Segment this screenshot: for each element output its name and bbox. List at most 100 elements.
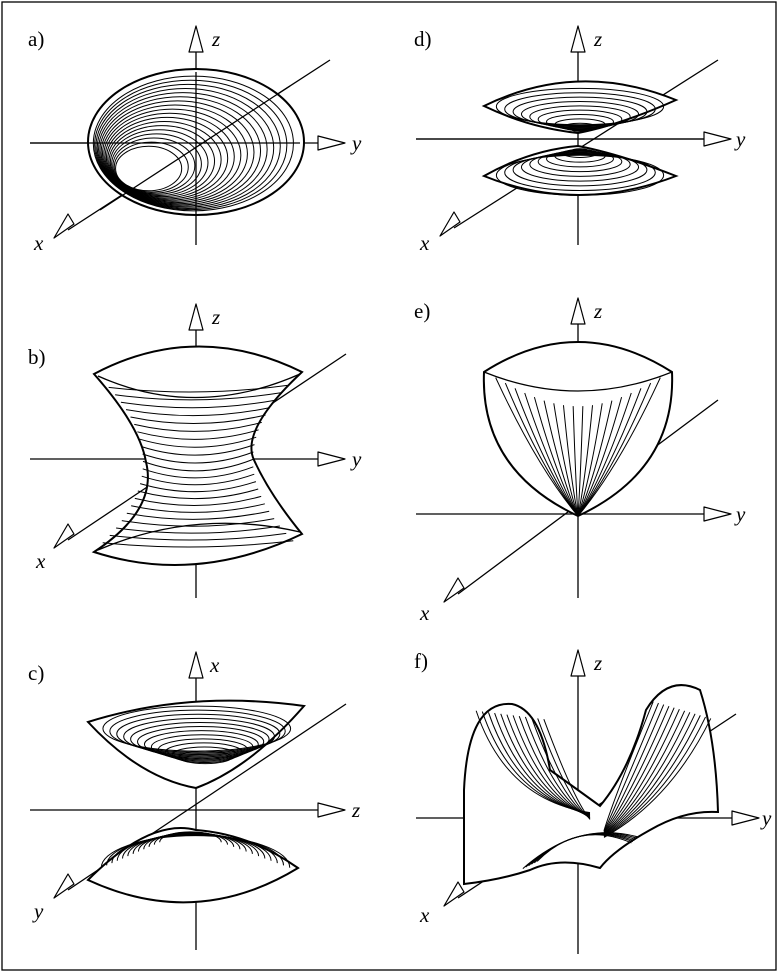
- upper-sheet-contour: [171, 746, 238, 764]
- hyperboloid-contour: [108, 384, 288, 393]
- panel-e: e) z y x: [414, 297, 746, 625]
- saddle-contour-right: [603, 702, 659, 832]
- lower-nappe-contour: [554, 149, 606, 163]
- saddle-contour-right: [603, 718, 712, 838]
- panel-c: c) x z y: [28, 651, 360, 950]
- saddle-contour-right: [603, 709, 680, 835]
- saddle-contour-right: [603, 707, 675, 834]
- upper-sheet-contour: [109, 709, 286, 753]
- upper-nappe-contour: [562, 122, 598, 132]
- hyperboloid-one-sheet-surface: [91, 345, 304, 566]
- lower-nappe-contour: [571, 148, 589, 154]
- paraboloid-contour: [533, 397, 579, 517]
- panel-d-label: d): [414, 27, 432, 51]
- upper-sheet-contour: [130, 721, 270, 757]
- panel-a: a) z y x: [28, 25, 362, 255]
- panel-f-right-axis-label: y: [760, 806, 772, 830]
- lower-nappe-contour: [512, 153, 648, 187]
- panel-f-diag-axis-label: x: [419, 903, 430, 927]
- lower-nappe-contour: [495, 154, 665, 196]
- saddle-contour-right: [603, 701, 654, 831]
- saddle-contour-left: [537, 718, 591, 820]
- hyperboloid-contour: [121, 518, 275, 527]
- upper-nappe-contour: [512, 96, 648, 127]
- ellipsoid-surface: [30, 68, 305, 216]
- panel-a-diag-axis-label: x: [33, 231, 44, 255]
- hyperboloid-contour: [130, 414, 266, 424]
- panel-f: f) z y x: [414, 649, 772, 954]
- panel-e-up-axis-label: z: [593, 299, 602, 323]
- upper-nappe-contour: [504, 92, 656, 126]
- ellipsoid-contour: [115, 145, 183, 192]
- panel-e-diag-axis-label: x: [419, 601, 430, 625]
- paraboloid-contour: [577, 392, 632, 517]
- hyperboloid-contour: [131, 503, 265, 513]
- paraboloid-contour: [524, 392, 579, 517]
- panel-b: b) z y x: [28, 303, 362, 598]
- hyperboloid-contour: [134, 421, 262, 432]
- hyperboloid-contour: [141, 444, 255, 456]
- upper-sheet-contour: [123, 717, 275, 756]
- panel-d-axes: [416, 25, 732, 245]
- ellipsoid-contour: [111, 133, 202, 195]
- panel-d-right-axis-label: y: [734, 127, 746, 151]
- hyperboloid-contour: [142, 451, 254, 464]
- panel-b-diag-axis-label: x: [35, 549, 46, 573]
- hyperbolic-paraboloid-surface: [463, 684, 720, 886]
- paraboloid-contour: [577, 406, 584, 517]
- upper-sheet-contour: [178, 750, 232, 765]
- panel-c-right-axis-label: z: [351, 798, 360, 822]
- lower-nappe-contour: [546, 150, 614, 168]
- ellipsoid-contour: [99, 96, 262, 206]
- lower-sheet-contour: [159, 831, 222, 843]
- panel-c-label: c): [28, 661, 44, 685]
- elliptic-cone-surface: [416, 80, 704, 196]
- hyperboloid-contour: [125, 407, 271, 417]
- panel-d-up-axis-label: z: [593, 27, 602, 51]
- paraboloid-contour: [577, 403, 603, 517]
- panel-e-label: e): [414, 299, 430, 323]
- lower-nappe-contour: [562, 148, 598, 158]
- hyperboloid-contour: [142, 458, 254, 472]
- saddle-contour-center: [536, 834, 632, 862]
- upper-sheet-contour: [116, 713, 281, 754]
- ellipsoid-contour: [109, 129, 209, 196]
- ellipsoid-contour: [112, 137, 196, 194]
- hyperboloid-contour: [120, 399, 276, 409]
- ellipsoid-contour: [113, 141, 189, 193]
- paraboloid-contour: [543, 400, 579, 517]
- paraboloid-contour: [495, 377, 579, 517]
- paraboloid-contour: [577, 405, 594, 517]
- panel-c-axes: [30, 651, 347, 950]
- upper-nappe-contour: [537, 109, 623, 129]
- saddle-contour-right: [603, 704, 665, 833]
- hyperboloid-contour: [139, 436, 257, 448]
- ellipsoid-contour: [101, 104, 248, 204]
- panel-e-right-axis-label: y: [734, 502, 746, 526]
- hyperboloid-contour: [142, 466, 254, 479]
- upper-nappe-contour: [495, 87, 665, 126]
- panel-c-up-axis-label: x: [209, 653, 220, 677]
- saddle-contour-right: [603, 715, 701, 837]
- paraboloid-contour: [514, 388, 579, 517]
- upper-nappe-contour: [554, 118, 606, 131]
- upper-sheet-contour: [164, 742, 243, 762]
- paraboloid-contour: [572, 406, 579, 517]
- panel-b-label: b): [28, 345, 46, 369]
- hyperboloid-contour: [139, 481, 257, 493]
- saddle-contour-right: [603, 713, 696, 836]
- hyperboloid-contour: [134, 495, 262, 506]
- hyperboloid-contour: [137, 429, 259, 440]
- hyperboloid-contour: [116, 525, 280, 534]
- panel-d: d) z y x: [414, 25, 746, 255]
- panel-d-diag-axis-label: x: [419, 231, 430, 255]
- upper-sheet-contour: [157, 738, 249, 761]
- panel-a-up-axis-label: z: [211, 27, 220, 51]
- upper-nappe-contour: [520, 100, 640, 128]
- panel-a-right-axis-label: y: [350, 131, 362, 155]
- saddle-contour-left: [543, 719, 591, 820]
- upper-sheet-contour: [137, 726, 265, 758]
- lower-nappe-contour: [504, 154, 656, 192]
- ellipsoid-contour: [95, 83, 281, 209]
